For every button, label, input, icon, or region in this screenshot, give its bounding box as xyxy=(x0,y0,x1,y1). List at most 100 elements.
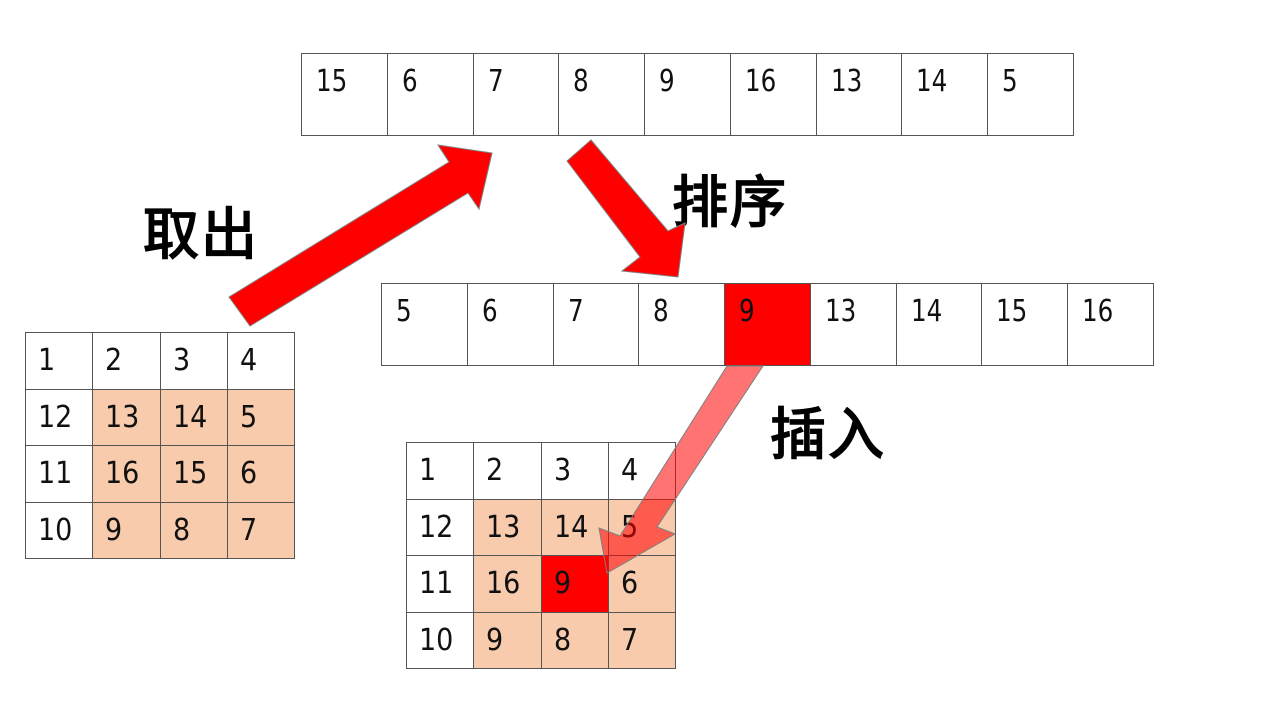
extracted-cell: 7 xyxy=(474,54,560,135)
cell-value: 9 xyxy=(553,566,571,602)
sorted-row: 5 6 7 8 9 13 14 15 16 xyxy=(381,283,1155,366)
cell-value: 16 xyxy=(486,566,521,602)
cell-value: 15 xyxy=(316,64,348,99)
cell-value: 10 xyxy=(419,622,454,658)
sorted-cell: 8 xyxy=(639,284,726,365)
extracted-cell: 15 xyxy=(302,54,388,135)
grid-cell: 2 xyxy=(93,333,161,390)
cell-value: 8 xyxy=(172,512,190,548)
grid-cell-peach: 6 xyxy=(608,556,676,613)
sorted-cell: 5 xyxy=(382,284,468,365)
cell-value: 10 xyxy=(38,512,73,548)
grid-cell: 1 xyxy=(26,333,94,390)
grid-cell-peach: 9 xyxy=(474,612,542,669)
cell-value: 12 xyxy=(38,399,73,435)
cell-value: 7 xyxy=(567,294,584,329)
grid-cell: 12 xyxy=(407,499,475,556)
cell-value: 13 xyxy=(105,399,140,435)
cell-value: 16 xyxy=(1082,294,1114,329)
grid-cell-peach: 16 xyxy=(474,556,542,613)
result-grid: 1 2 3 4 12 13 14 5 11 16 9 6 10 9 8 7 xyxy=(406,442,676,669)
sort-label: 排序 xyxy=(672,171,788,236)
extracted-cell: 16 xyxy=(731,54,817,135)
cell-value: 3 xyxy=(553,453,571,489)
sorted-cell: 15 xyxy=(982,284,1069,365)
cell-value: 2 xyxy=(105,343,123,379)
cell-value: 9 xyxy=(739,294,755,329)
cell-value: 6 xyxy=(401,64,418,99)
cell-value: 13 xyxy=(830,64,863,99)
cell-value: 3 xyxy=(172,343,190,379)
insert-label: 插入 xyxy=(770,403,886,468)
grid-cell-peach: 8 xyxy=(541,612,609,669)
grid-cell: 10 xyxy=(407,612,475,669)
cell-value: 8 xyxy=(573,64,590,99)
sorted-cell: 6 xyxy=(468,284,554,365)
cell-value: 13 xyxy=(824,294,857,329)
cell-value: 5 xyxy=(620,509,638,545)
cell-value: 16 xyxy=(744,64,777,99)
cell-value: 15 xyxy=(172,456,207,492)
grid-cell-peach: 7 xyxy=(608,612,676,669)
cell-value: 11 xyxy=(38,456,73,492)
cell-value: 14 xyxy=(172,399,207,435)
grid-cell: 12 xyxy=(26,389,94,446)
cell-value: 15 xyxy=(996,294,1028,329)
extracted-cell: 13 xyxy=(817,54,903,135)
grid-cell: 11 xyxy=(407,556,475,613)
cell-value: 11 xyxy=(419,566,454,602)
cell-value: 1 xyxy=(419,453,437,489)
cell-value: 8 xyxy=(653,294,670,329)
sort-arrow-icon xyxy=(566,139,686,278)
sorted-cell: 14 xyxy=(897,284,983,365)
extracted-cell: 5 xyxy=(988,54,1075,135)
grid-cell: 11 xyxy=(26,446,94,503)
cell-value: 2 xyxy=(486,453,504,489)
grid-cell-peach: 13 xyxy=(93,389,161,446)
cell-value: 9 xyxy=(659,64,675,99)
extracted-cell: 6 xyxy=(388,54,474,135)
cell-value: 8 xyxy=(553,622,571,658)
grid-cell-peach: 5 xyxy=(608,499,676,556)
cell-value: 5 xyxy=(1002,64,1018,99)
grid-cell-peach: 13 xyxy=(474,499,542,556)
grid-cell-peach: 15 xyxy=(160,446,228,503)
cell-value: 14 xyxy=(553,509,588,545)
grid-cell-peach: 8 xyxy=(160,502,228,559)
grid-cell-peach: 5 xyxy=(227,389,295,446)
cell-value: 1 xyxy=(38,343,56,379)
cell-value: 6 xyxy=(481,294,498,329)
cell-value: 6 xyxy=(239,456,257,492)
grid-cell-peach: 9 xyxy=(93,502,161,559)
grid-cell: 10 xyxy=(26,502,94,559)
cell-value: 5 xyxy=(396,294,412,329)
cell-value: 6 xyxy=(620,566,638,602)
cell-value: 13 xyxy=(486,509,521,545)
cell-value: 4 xyxy=(239,343,257,379)
cell-value: 14 xyxy=(916,64,948,99)
grid-cell-peach: 14 xyxy=(160,389,228,446)
cell-value: 7 xyxy=(620,622,638,658)
grid-cell: 2 xyxy=(474,443,542,500)
sorted-cell: 16 xyxy=(1068,284,1155,365)
cell-value: 16 xyxy=(105,456,140,492)
grid-cell: 3 xyxy=(160,333,228,390)
grid-cell: 1 xyxy=(407,443,475,500)
grid-cell-peach: 7 xyxy=(227,502,295,559)
extracted-row: 15 6 7 8 9 16 13 14 5 xyxy=(301,53,1075,136)
cell-value: 7 xyxy=(487,64,504,99)
source-grid: 1 2 3 4 12 13 14 5 11 16 15 6 10 9 8 7 xyxy=(25,332,295,559)
sorted-cell: 7 xyxy=(554,284,640,365)
extracted-cell: 9 xyxy=(645,54,731,135)
cell-value: 14 xyxy=(910,294,943,329)
cell-value: 9 xyxy=(486,622,504,658)
grid-cell: 4 xyxy=(608,443,676,500)
grid-cell-peach: 14 xyxy=(541,499,609,556)
sorted-cell: 13 xyxy=(811,284,897,365)
grid-cell: 4 xyxy=(227,333,295,390)
sorted-cell-highlighted: 9 xyxy=(725,284,811,365)
take-out-label: 取出 xyxy=(143,203,259,268)
grid-cell-peach: 16 xyxy=(93,446,161,503)
extracted-cell: 14 xyxy=(902,54,989,135)
grid-cell-inserted: 9 xyxy=(541,556,609,613)
